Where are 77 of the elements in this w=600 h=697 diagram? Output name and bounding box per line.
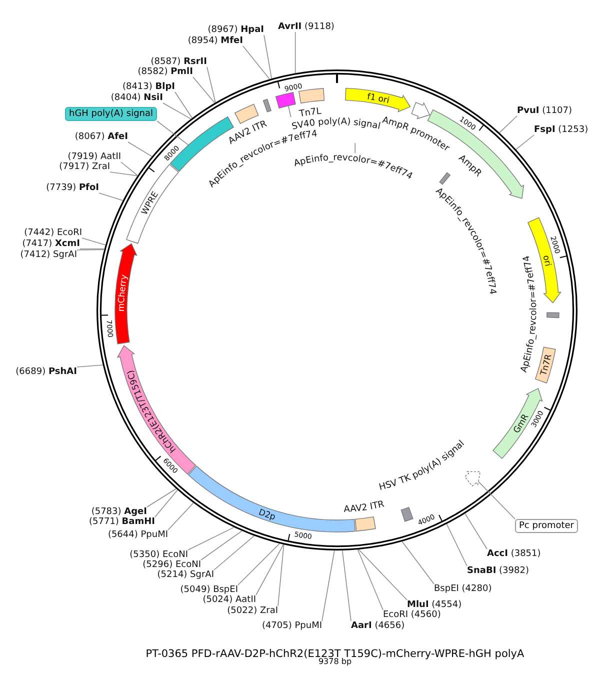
- leader-line: [242, 46, 270, 80]
- enzyme-site-label: (8067) AfeI: [74, 132, 128, 142]
- enzyme-site-label: (8587) RsrII: [150, 57, 207, 67]
- enzyme-site-label: (5049) BspEI: [180, 585, 238, 595]
- leader-line: [294, 32, 296, 74]
- leader-line: [98, 192, 124, 201]
- leader-line: [256, 544, 284, 596]
- feature-label: ori: [540, 254, 552, 268]
- plasmid-size: 9378 bp: [318, 657, 352, 667]
- leader-line: [288, 105, 292, 118]
- leader-line: [358, 549, 408, 600]
- leader-line: [238, 543, 280, 586]
- leader-line: [162, 102, 192, 120]
- enzyme-site-label: SnaBI (3982): [467, 566, 529, 576]
- leader-line: [174, 92, 193, 118]
- leader-line: [128, 142, 152, 157]
- leader-line: [446, 524, 468, 566]
- enzyme-site-label: (5783) AgeI: [91, 507, 147, 517]
- feature-label: Tn7L: [298, 106, 322, 120]
- enzyme-site-label: AarI (4656): [351, 621, 405, 631]
- enzyme-site-label: (7917) ZraI: [59, 162, 110, 172]
- enzyme-site-label: (5644) PpuMI: [108, 530, 168, 540]
- leader-line: [214, 535, 255, 570]
- leader-line: [264, 34, 272, 79]
- leader-line: [76, 364, 104, 368]
- feature-callout: hGH poly(A) signal: [65, 107, 158, 121]
- enzyme-site-label: (8967) HpaI: [208, 25, 264, 35]
- enzyme-site-label: (8582) PmlI: [138, 67, 193, 77]
- enzyme-site-label: FspI (1253): [534, 125, 588, 135]
- leader-line: [354, 142, 356, 154]
- leader-line: [146, 488, 177, 508]
- enzyme-site-label: (8954) MfeI: [188, 36, 243, 46]
- enzyme-site-label: (5214) SgrAI: [157, 570, 214, 580]
- leader-line: [402, 541, 434, 584]
- leader-line: [168, 502, 194, 530]
- enzyme-site-label: (5350) EcoNI: [130, 550, 188, 560]
- enzyme-site-label: (5296) EcoNI: [142, 560, 201, 570]
- leader-line: [154, 490, 178, 518]
- feature-label: f1 ori: [366, 92, 390, 106]
- leader-line: [499, 116, 518, 134]
- leader-line: [516, 134, 534, 150]
- leader-line: [192, 76, 216, 104]
- leader-line: [478, 480, 516, 520]
- enzyme-site-label: MluI (4554): [407, 600, 462, 610]
- enzyme-site-label: AvrII (9118): [278, 22, 334, 32]
- enzyme-site-label: (8413) BlpI: [122, 82, 175, 92]
- feature-callout: Pc promoter: [515, 519, 578, 533]
- leader-line: [357, 549, 384, 610]
- leader-line: [76, 249, 105, 250]
- enzyme-site-label: (5771) BamHI: [89, 517, 155, 527]
- enzyme-site-label: (8404) NsiI: [110, 93, 163, 103]
- leader-line: [200, 530, 242, 560]
- enzyme-site-label: (7412) SgrAI: [20, 250, 77, 260]
- enzyme-site-label: PvuI (1107): [517, 106, 572, 116]
- enzyme-site-label: (5024) AatII: [202, 595, 256, 605]
- leader-line: [342, 550, 352, 622]
- leader-line: [464, 513, 488, 550]
- leader-line: [188, 526, 234, 550]
- leader-line: [120, 162, 138, 176]
- leader-line: [278, 544, 284, 606]
- enzyme-site-label: BspEI (4280): [434, 584, 492, 594]
- enzyme-site-label: EcoRI (4560): [383, 610, 441, 620]
- enzyme-site-label: (6689) PshAI: [16, 367, 77, 377]
- enzyme-site-label: (5022) ZraI: [227, 606, 278, 616]
- feature-label: D2p: [257, 508, 277, 523]
- enzyme-site-label: (7442) EcoRI: [24, 228, 82, 238]
- enzyme-site-label: (4705) PpuMI: [262, 621, 322, 631]
- enzyme-site-label: (7739) PfoI: [46, 183, 99, 193]
- leader-line: [206, 66, 216, 103]
- feature-label: AAV2 ITR: [344, 500, 386, 516]
- leader-line: [110, 172, 138, 176]
- leader-line: [82, 238, 106, 246]
- enzyme-site-label: (7417) XcmI: [22, 239, 80, 249]
- leader-line: [80, 248, 105, 250]
- leader-line: [322, 550, 335, 622]
- enzyme-site-label: AccI (3851): [487, 549, 541, 559]
- enzyme-site-label: (7919) AatII: [68, 152, 121, 162]
